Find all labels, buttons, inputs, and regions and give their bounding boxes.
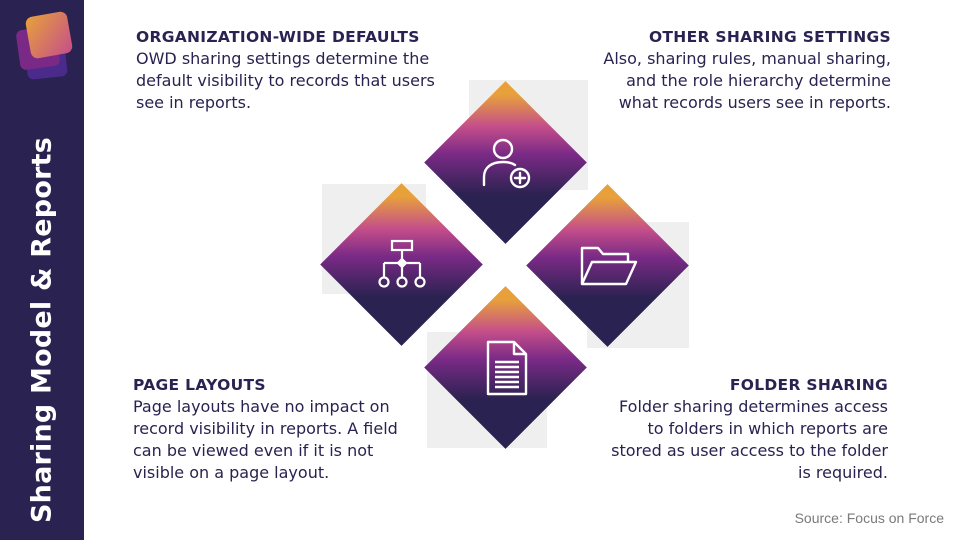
page-layouts-body: Page layouts have no impact on record vi…: [133, 397, 398, 482]
page-layouts-heading: PAGE LAYOUTS: [133, 376, 266, 394]
page-layouts-section: PAGE LAYOUTS Page layouts have no impact…: [133, 374, 423, 484]
folder-sharing-heading: FOLDER SHARING: [729, 376, 888, 394]
brand-logo: [10, 10, 76, 82]
folder-sharing-body: Folder sharing determines access to fold…: [611, 397, 888, 482]
sidebar: Sharing Model & Reports: [0, 0, 84, 540]
page-title: Sharing Model & Reports: [26, 137, 58, 523]
source-credit: Source: Focus on Force: [794, 510, 944, 526]
document-icon: [476, 338, 536, 398]
other-sharing-section: OTHER SHARING SETTINGS Also, sharing rul…: [590, 26, 891, 114]
other-sharing-heading: OTHER SHARING SETTINGS: [648, 28, 891, 46]
hierarchy-icon: [372, 235, 432, 295]
other-sharing-body: Also, sharing rules, manual sharing, and…: [603, 49, 891, 112]
owd-heading: ORGANIZATION-WIDE DEFAULTS: [136, 28, 420, 46]
folder-sharing-section: FOLDER SHARING Folder sharing determines…: [598, 374, 888, 484]
user-add-icon: [476, 133, 536, 193]
owd-body: OWD sharing settings determine the defau…: [136, 49, 435, 112]
folder-icon: [578, 236, 638, 296]
owd-section: ORGANIZATION-WIDE DEFAULTS OWD sharing s…: [136, 26, 466, 114]
diamond-graphic: [320, 78, 692, 450]
